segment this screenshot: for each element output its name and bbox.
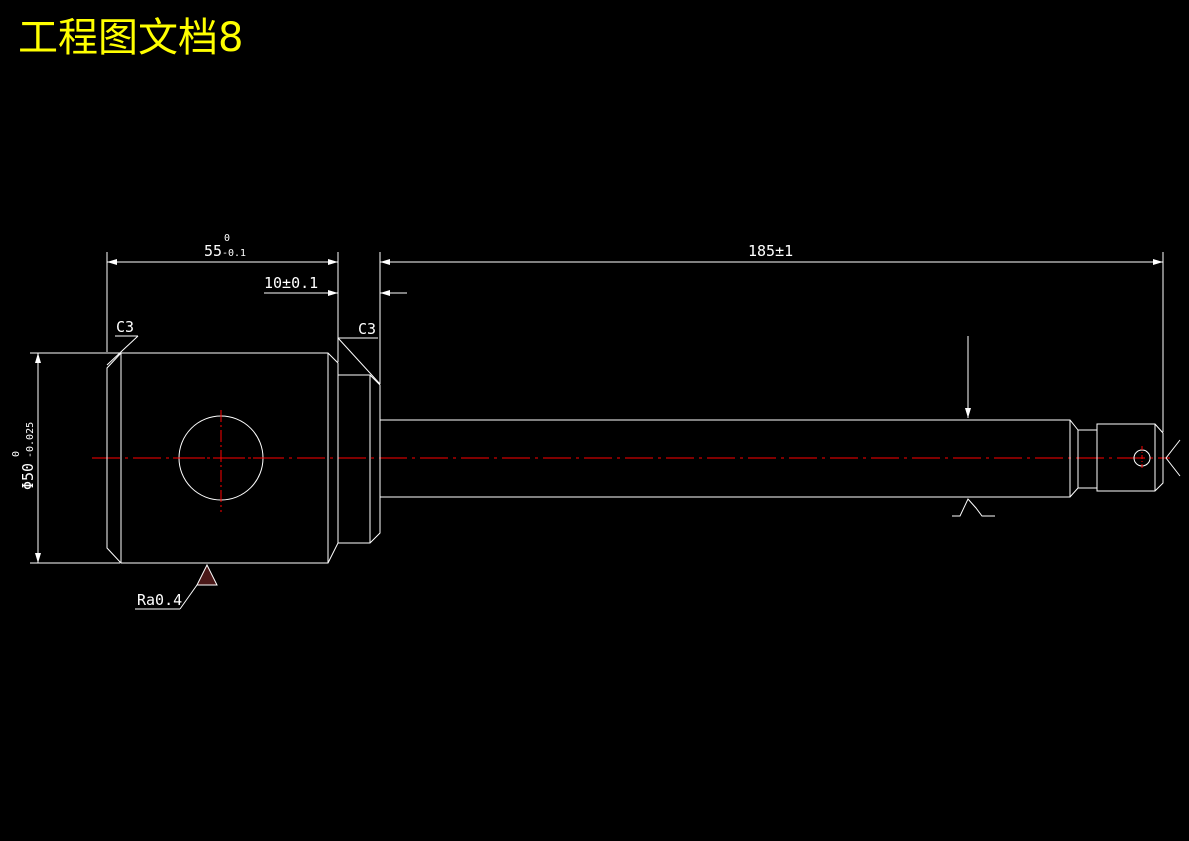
chamfer-left-label: C3: [116, 318, 134, 336]
dim-diameter-value: Φ50: [19, 463, 37, 490]
extension-lines: [30, 252, 1164, 564]
dim-55-tol-upper: 0: [224, 233, 230, 244]
dim-55-tol-lower: -0.1: [222, 248, 246, 259]
long-shaft: [380, 419, 1079, 498]
dim-185-value: 185±1: [748, 242, 793, 260]
dim-10: 10±0.1: [264, 274, 407, 296]
roughness-label: Ra0.4: [137, 591, 182, 609]
shaft-marks: [952, 336, 995, 517]
chamfer-left-callout: C3: [106, 318, 139, 366]
head-block: [106, 352, 339, 564]
drawing-title: 工程图文档8: [18, 15, 244, 61]
chamfer-right-callout: C3: [337, 320, 381, 385]
dim-55-value: 55: [204, 242, 222, 260]
cross-hole: [173, 410, 269, 512]
dim-diameter-tol-lower: -0.025: [25, 422, 36, 458]
dim-diameter: Φ50 0 -0.025: [11, 353, 41, 563]
dim-diameter-tol-upper: 0: [11, 451, 22, 457]
dim-185: 185±1: [380, 242, 1163, 265]
dim-10-value: 10±0.1: [264, 274, 318, 292]
chamfer-right-label: C3: [358, 320, 376, 338]
roughness-callout: Ra0.4: [135, 563, 218, 610]
end-tip: [1078, 423, 1181, 492]
neck-step: [338, 374, 381, 544]
dim-55: 55 0 -0.1: [107, 233, 338, 265]
